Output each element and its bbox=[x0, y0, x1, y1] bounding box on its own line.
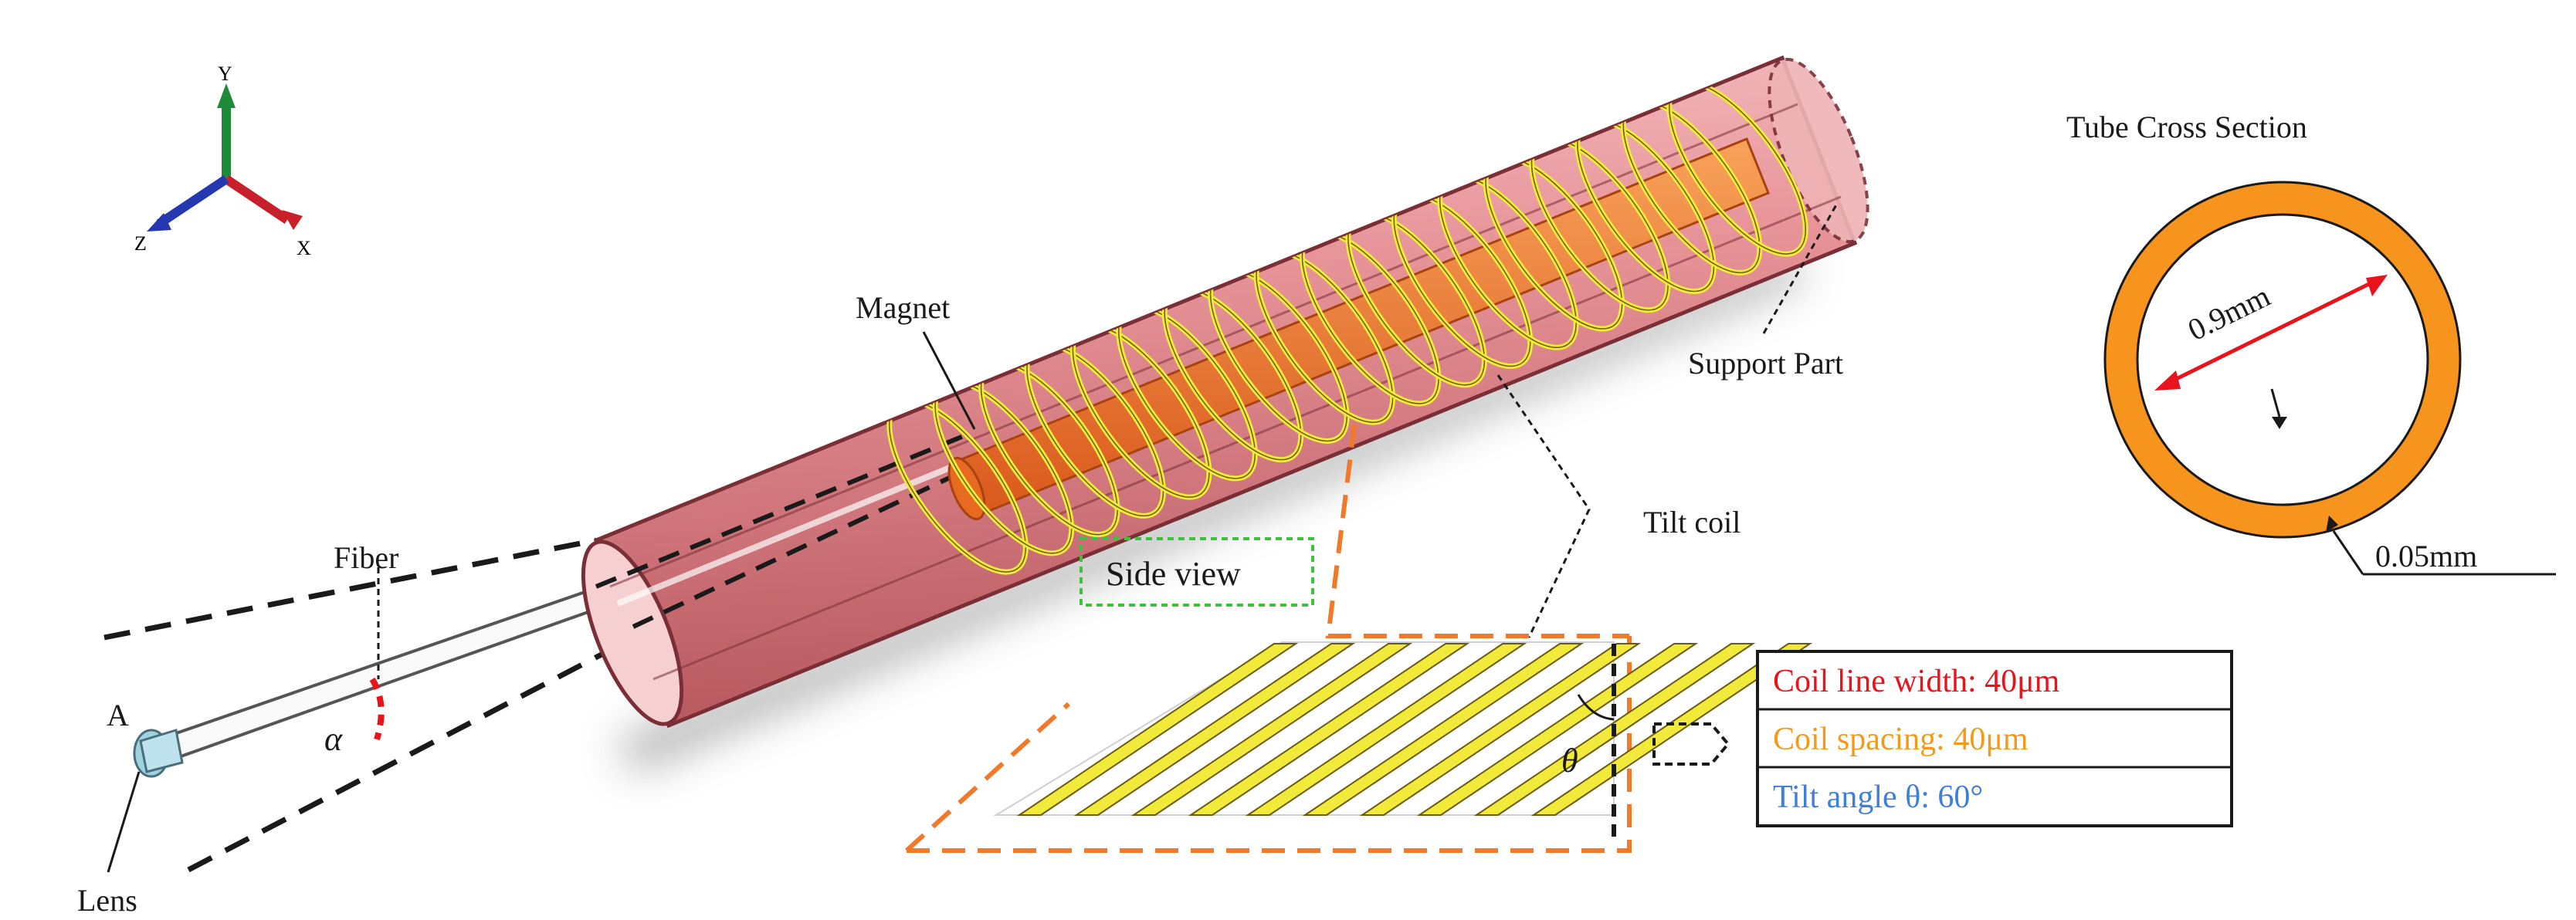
fiber bbox=[158, 572, 645, 763]
theta-arc bbox=[1577, 694, 1615, 721]
z-axis-label: Z bbox=[134, 232, 147, 255]
tube-cross-section: Tube Cross Section 0.9mm 0.05mm bbox=[2066, 110, 2556, 576]
support-part-leader bbox=[1762, 201, 1839, 334]
callout-lower bbox=[907, 636, 1632, 853]
side-view-coil-strips bbox=[1016, 643, 1813, 816]
tilt-coil-leader bbox=[1496, 374, 1591, 638]
tilt-coil-label: Tilt coil bbox=[1643, 505, 1740, 539]
diameter-line bbox=[2161, 277, 2380, 388]
coil-spec-legend: Coil line width: 40μm Coil spacing: 40μm… bbox=[1756, 650, 2233, 827]
side-coil-strip bbox=[1073, 643, 1356, 816]
wall-thickness-label: 0.05mm bbox=[2375, 539, 2477, 573]
point-a-label: A bbox=[107, 698, 129, 732]
theta-label: θ bbox=[1561, 742, 1578, 780]
alpha-arc bbox=[369, 677, 385, 741]
tube-annotations: Magnet Support Part Tilt coil Fiber A Le… bbox=[77, 201, 1843, 918]
axis-triad: Y X Z bbox=[134, 63, 311, 259]
legend-row-line-width: Coil line width: 40μm bbox=[1773, 664, 2060, 699]
side-coil-strip bbox=[1130, 643, 1413, 816]
side-view-label: Side view bbox=[1106, 555, 1241, 593]
side-coil-strip bbox=[1359, 643, 1642, 816]
side-view-callout: Side view θ bbox=[904, 424, 1813, 853]
cross-section-title: Tube Cross Section bbox=[2066, 110, 2307, 144]
tube bbox=[581, 55, 1869, 729]
z-axis-arrow bbox=[156, 175, 229, 228]
x-axis-arrow bbox=[223, 175, 290, 224]
callout-upper bbox=[1325, 424, 1629, 638]
support-part-label: Support Part bbox=[1688, 346, 1843, 381]
callout-diagonal bbox=[904, 702, 1071, 853]
legend-row-tilt-angle: Tilt angle θ: 60° bbox=[1773, 780, 1983, 815]
fiber-assembly bbox=[103, 537, 656, 873]
side-coil-strip bbox=[1416, 643, 1699, 816]
side-view-box bbox=[1080, 537, 1314, 607]
side-coil-strip bbox=[1188, 643, 1470, 816]
pointer-arrow bbox=[1652, 722, 1730, 766]
fiber-label: Fiber bbox=[334, 540, 398, 575]
x-axis-label: X bbox=[297, 237, 311, 259]
side-coil-strip bbox=[1245, 643, 1527, 816]
y-axis-label: Y bbox=[218, 63, 232, 85]
inner-bore bbox=[2136, 213, 2429, 506]
beam-upper-dash bbox=[103, 537, 597, 641]
side-coil-strip bbox=[1016, 643, 1299, 816]
magnet-label: Magnet bbox=[856, 290, 950, 325]
legend-row-spacing: Coil spacing: 40μm bbox=[1773, 722, 2029, 757]
lens-label: Lens bbox=[77, 883, 137, 918]
beam-lower-dash bbox=[187, 624, 656, 873]
wall-arrow-inner bbox=[2272, 417, 2287, 429]
side-coil-strip bbox=[1530, 643, 1813, 816]
wall-arrow-outer bbox=[2326, 516, 2338, 533]
side-coil-strip bbox=[1302, 643, 1585, 816]
lens-icon bbox=[133, 729, 184, 778]
lens-leader bbox=[107, 771, 141, 873]
alpha-label: α bbox=[324, 720, 343, 758]
magnet-leader bbox=[922, 331, 976, 430]
